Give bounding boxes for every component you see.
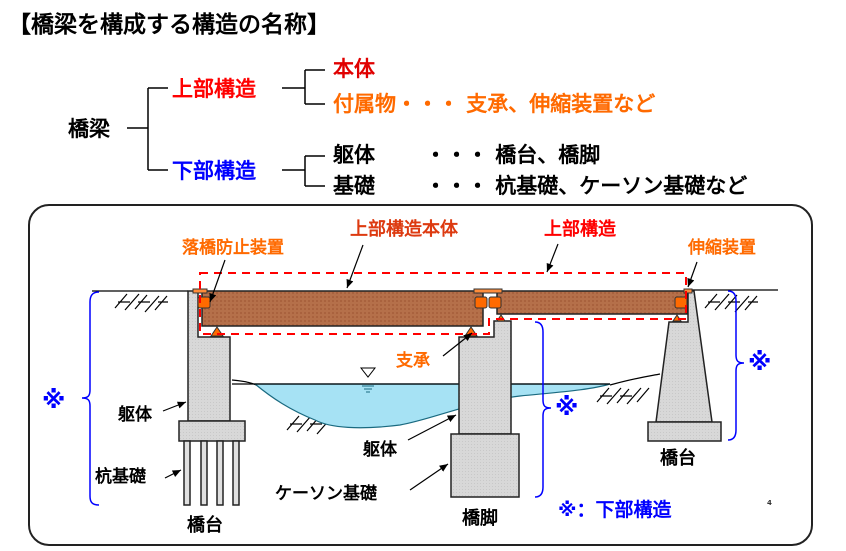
tree-lower-structure: 下部構造 xyxy=(172,159,257,183)
water-level-icon xyxy=(359,367,377,393)
label-expansion-joint: 伸縮装置 xyxy=(687,237,756,258)
superstructure-outline xyxy=(199,272,687,335)
tree-lower-foundation: 基礎 xyxy=(333,174,375,198)
tree-upper-attachments: 付属物・・・ 支承、伸縮装置など xyxy=(333,92,655,116)
substructure-braces xyxy=(81,290,745,506)
leader-arrows xyxy=(162,243,698,491)
label-bearing: 支承 xyxy=(396,350,430,371)
tree-lower-body: 躯体 xyxy=(332,143,376,167)
pile xyxy=(232,440,240,506)
substructure-mark-right: ※ xyxy=(748,348,771,376)
label-superstructure: 上部構造 xyxy=(544,218,616,240)
page-number: 4 xyxy=(767,499,772,507)
label-fall-prevention-device: 落橋防止装置 xyxy=(182,237,284,258)
girder-left xyxy=(201,290,484,327)
label-pier: 橋脚 xyxy=(462,507,498,529)
pile xyxy=(200,440,208,506)
tree-upper-structure: 上部構造 xyxy=(172,77,257,101)
structure-tree xyxy=(127,69,325,187)
tree-upper-body: 本体 xyxy=(333,57,376,81)
river-water xyxy=(253,383,611,429)
substructure-mark-left: ※ xyxy=(42,386,65,414)
label-abutment-left: 橋台 xyxy=(187,514,223,536)
label-abutment-right: 橋台 xyxy=(660,447,696,469)
expansion-joint-icon xyxy=(683,288,693,294)
legend-substructure: ※：下部構造 xyxy=(558,498,672,521)
left-abutment xyxy=(178,290,246,506)
substructure-mark-pier: ※ xyxy=(555,393,578,421)
label-pile-foundation: 杭基礎 xyxy=(95,466,147,487)
label-caisson-foundation: ケーソン基礎 xyxy=(275,483,378,504)
diagram-frame xyxy=(28,204,813,546)
pile xyxy=(216,440,224,506)
pier xyxy=(450,320,520,498)
right-abutment xyxy=(647,290,722,442)
label-superstructure-body: 上部構造本体 xyxy=(350,218,459,240)
label-abutment-body: 躯体 xyxy=(117,404,153,425)
label-pier-body: 躯体 xyxy=(362,439,398,460)
girder-right xyxy=(496,290,688,315)
tree-lower-body-detail: ・・・ 橋台、橋脚 xyxy=(425,143,600,167)
page-title: 【橋梁を構成する構造の名称】 xyxy=(8,11,330,38)
pile xyxy=(183,440,191,506)
tree-lower-foundation-detail: ・・・ 杭基礎、ケーソン基礎など xyxy=(425,174,747,198)
tree-root: 橋梁 xyxy=(68,117,111,141)
